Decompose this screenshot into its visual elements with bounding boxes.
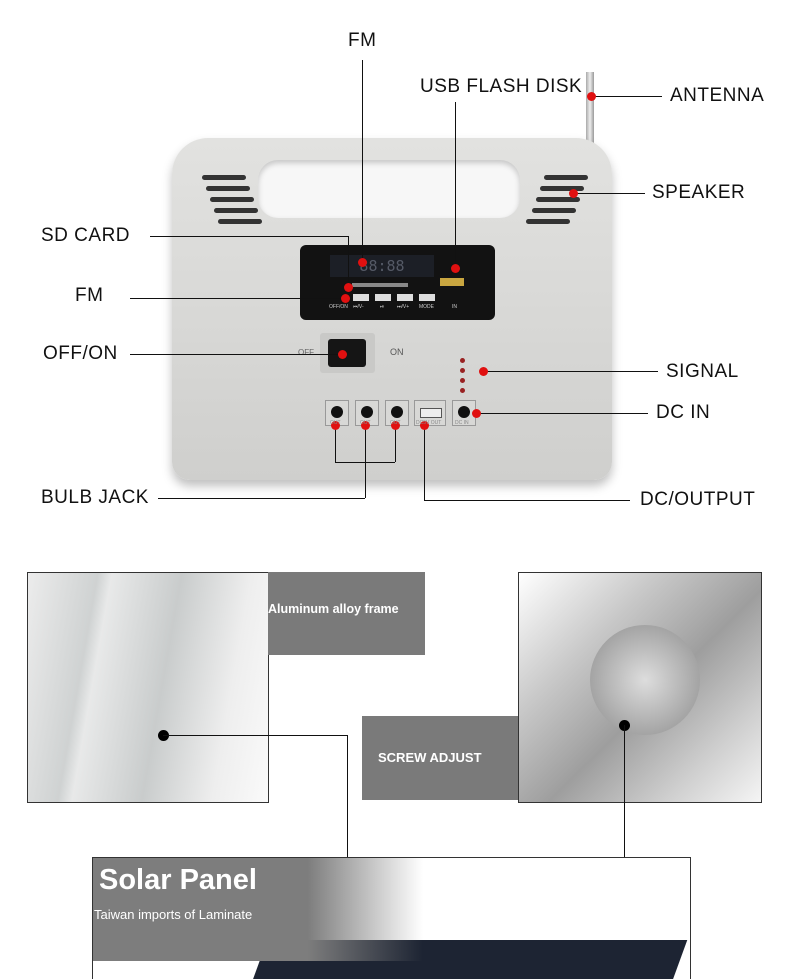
- dc-in-jack[interactable]: [452, 400, 476, 426]
- button-label: ⏮/V-: [353, 304, 364, 310]
- jack-label: DC IN: [455, 420, 469, 426]
- callout-sd-card: SD CARD: [41, 225, 131, 246]
- solar-title: Solar Panel: [99, 864, 257, 896]
- usb-in-label: IN: [452, 304, 457, 310]
- solar-subtitle: Taiwan imports of Laminate: [94, 907, 253, 922]
- handle: [258, 160, 520, 218]
- jack-label: DC5V OUT: [416, 420, 442, 426]
- callout-usb-flash-disk: USB FLASH DISK: [420, 76, 583, 97]
- callout-dc-in: DC IN: [656, 402, 711, 423]
- button-off-on[interactable]: [353, 294, 369, 301]
- button-mode[interactable]: [419, 294, 435, 301]
- button-label: ⏭/V+: [397, 304, 410, 310]
- solar-overlay: [93, 858, 423, 961]
- usb-port[interactable]: [440, 278, 464, 286]
- power-switch[interactable]: [320, 333, 375, 373]
- screw-bolt: [590, 625, 700, 735]
- callout-fm-top: FM: [348, 30, 377, 51]
- usb-out[interactable]: [414, 400, 446, 426]
- screw-label: SCREW ADJUST: [362, 716, 518, 800]
- button-label: OFF/ON: [329, 304, 348, 310]
- jack-label: OUT: [390, 420, 401, 426]
- antenna: [586, 72, 594, 157]
- callout-speaker: SPEAKER: [652, 182, 746, 203]
- jack-label: OUT: [330, 420, 341, 426]
- callout-signal: SIGNAL: [666, 361, 739, 382]
- frame-photo: [27, 572, 269, 803]
- switch-on-label: ON: [390, 347, 404, 357]
- sd-card-slot[interactable]: [352, 283, 408, 287]
- fm-display: 88:88: [330, 255, 434, 277]
- callout-off-on: OFF/ON: [43, 343, 118, 364]
- frame-label: Aluminum alloy frame: [268, 572, 425, 655]
- callout-antenna: ANTENNA: [670, 85, 765, 106]
- switch-off-label: OFF: [298, 348, 314, 357]
- callout-dc-output: DC/OUTPUT: [640, 489, 756, 510]
- button-label: MODE: [419, 304, 434, 310]
- button-label: ⏯: [380, 304, 385, 310]
- button-play[interactable]: [397, 294, 413, 301]
- callout-fm: FM: [75, 285, 104, 306]
- button-prev[interactable]: [375, 294, 391, 301]
- callout-bulb-jack: BULB JACK: [41, 487, 149, 508]
- jack-label: OUT: [360, 420, 371, 426]
